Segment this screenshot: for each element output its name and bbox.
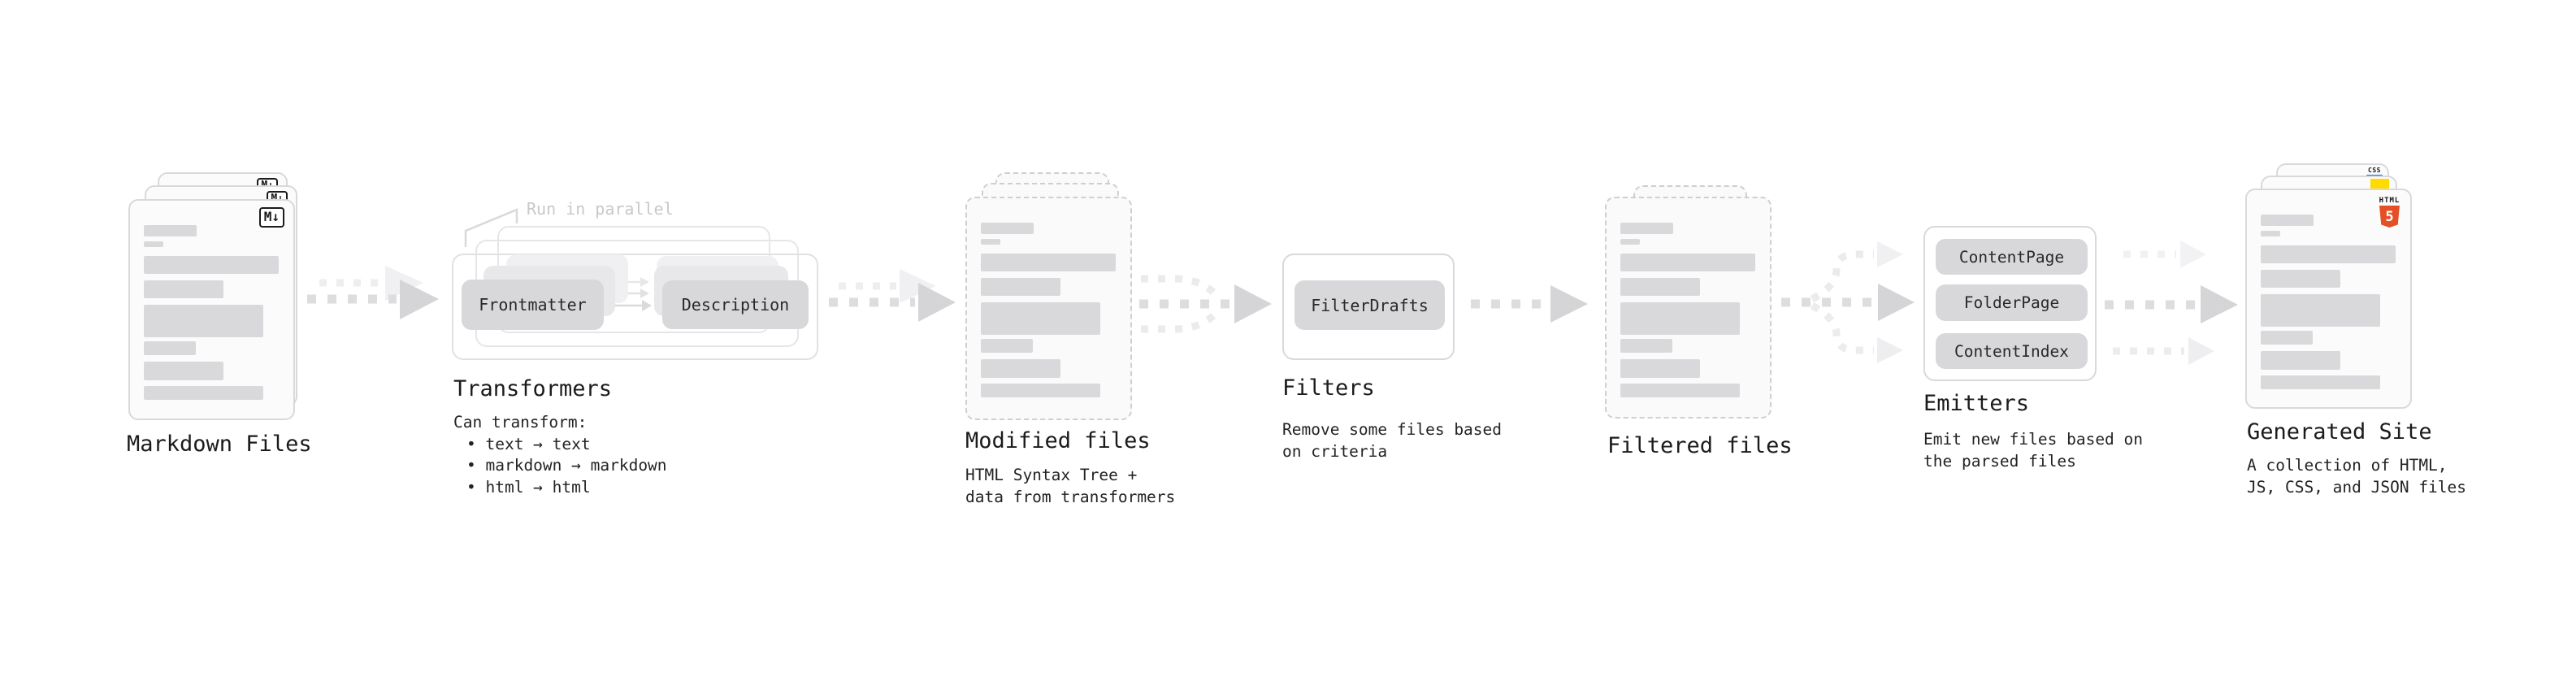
skeleton-bar <box>981 384 1100 397</box>
transform-item: • text → text <box>466 434 591 453</box>
skeleton-bar <box>144 256 279 274</box>
filtered-file-front <box>1605 197 1772 419</box>
filterdrafts-pill: FilterDrafts <box>1295 280 1445 330</box>
emitters-box: ContentPage FolderPage ContentIndex <box>1923 226 2097 381</box>
filters-description: Remove some files based on criteria <box>1282 419 1502 462</box>
desc-line: on criteria <box>1282 441 1388 461</box>
skeleton-bar <box>981 239 1000 245</box>
skeleton-bar <box>2261 351 2340 370</box>
skeleton-bar <box>981 302 1100 335</box>
skeleton-bar <box>2261 294 2380 327</box>
filtered-files-stack <box>1605 185 1772 419</box>
generated-site-stack: CSS HTML 5 <box>2245 163 2412 409</box>
arrow-emitters-to-generated <box>2105 241 2238 365</box>
modified-files-stack <box>965 172 1132 420</box>
skeleton-bar <box>1620 359 1700 378</box>
transformer-layer-front <box>452 254 818 360</box>
skeleton-bar <box>981 223 1034 234</box>
skeleton-bar <box>144 225 197 236</box>
arrow-filters-to-filtered <box>1471 285 1588 323</box>
modified-files-description: HTML Syntax Tree + data from transformer… <box>965 465 1175 508</box>
skeleton-bar <box>2261 375 2380 389</box>
skeleton-bar <box>1620 254 1755 271</box>
skeleton-bar <box>144 386 263 400</box>
arrow-filtered-to-emitters-split <box>1781 241 1915 363</box>
markdown-icon: M↓ <box>258 207 284 228</box>
description-pill: Description <box>662 280 809 329</box>
arrow-markdown-to-transformers <box>307 266 439 319</box>
css-icon-label: CSS <box>2368 167 2381 174</box>
skeleton-bar <box>1620 339 1672 353</box>
markdown-files-title: Markdown Files <box>127 432 312 457</box>
html5-shield: 5 <box>2379 206 2400 228</box>
modified-files-title: Modified files <box>965 428 1151 453</box>
transformers-description: Can transform: • text → text • markdown … <box>453 412 667 498</box>
skeleton-bar <box>2261 231 2280 236</box>
skeleton-bar <box>981 278 1060 296</box>
markdown-files-stack: M↓ M↓ M↓ <box>128 172 297 420</box>
contentpage-pill: ContentPage <box>1936 239 2088 275</box>
skeleton-bar <box>2261 215 2314 226</box>
arrow-transformers-to-modified <box>829 269 956 322</box>
skeleton-bar <box>2261 331 2313 345</box>
desc-line: JS, CSS, and JSON files <box>2247 477 2467 497</box>
skeleton-bar <box>144 241 163 247</box>
transformers-desc-heading: Can transform: <box>453 413 588 432</box>
filters-box: FilterDrafts <box>1282 254 1455 360</box>
skeleton-bar <box>1620 278 1700 296</box>
generated-site-title: Generated Site <box>2247 419 2432 445</box>
run-in-parallel-note: Run in parallel <box>527 199 674 219</box>
desc-line: data from transformers <box>965 487 1176 506</box>
skeleton-bar <box>144 341 196 355</box>
transform-item: • html → html <box>466 477 591 497</box>
skeleton-bar <box>144 280 223 298</box>
html-file-front: HTML 5 <box>2245 189 2412 409</box>
desc-line: the parsed files <box>1923 451 2076 471</box>
html5-number: 5 <box>2385 209 2394 225</box>
skeleton-bar <box>1620 239 1640 245</box>
js-icon <box>2370 179 2389 190</box>
skeleton-bar <box>981 359 1060 378</box>
skeleton-bar <box>144 305 263 337</box>
arrow-modified-to-filters-merge <box>1139 275 1272 333</box>
skeleton-bar <box>981 339 1033 353</box>
filters-title: Filters <box>1282 375 1375 401</box>
desc-line: Remove some files based <box>1282 420 1503 439</box>
skeleton-bar <box>1620 223 1673 234</box>
desc-line: HTML Syntax Tree + <box>965 466 1138 484</box>
transformers-title: Transformers <box>453 376 613 401</box>
emitters-description: Emit new files based on the parsed files <box>1923 429 2143 472</box>
transform-item: • markdown → markdown <box>466 456 667 475</box>
skeleton-bar <box>1620 302 1740 335</box>
folderpage-pill: FolderPage <box>1936 284 2088 321</box>
generated-site-description: A collection of HTML, JS, CSS, and JSON … <box>2247 455 2466 498</box>
skeleton-bar <box>1620 384 1740 397</box>
desc-line: Emit new files based on <box>1923 430 2144 449</box>
skeleton-bar <box>2261 245 2396 263</box>
markdown-file-front: M↓ <box>128 199 295 420</box>
desc-line: A collection of HTML, <box>2247 456 2448 475</box>
transformers-group: Frontmatter Description <box>452 226 834 364</box>
emitters-title: Emitters <box>1923 391 2030 416</box>
frontmatter-pill: Frontmatter <box>462 280 604 330</box>
html5-icon-label: HTML <box>2379 197 2400 205</box>
skeleton-bar <box>144 362 223 380</box>
html5-icon: HTML 5 <box>2379 197 2400 228</box>
skeleton-bar <box>2261 270 2340 288</box>
modified-file-front <box>965 197 1132 420</box>
contentindex-pill: ContentIndex <box>1936 333 2088 369</box>
skeleton-bar <box>981 254 1116 271</box>
filtered-files-title: Filtered files <box>1607 433 1793 458</box>
